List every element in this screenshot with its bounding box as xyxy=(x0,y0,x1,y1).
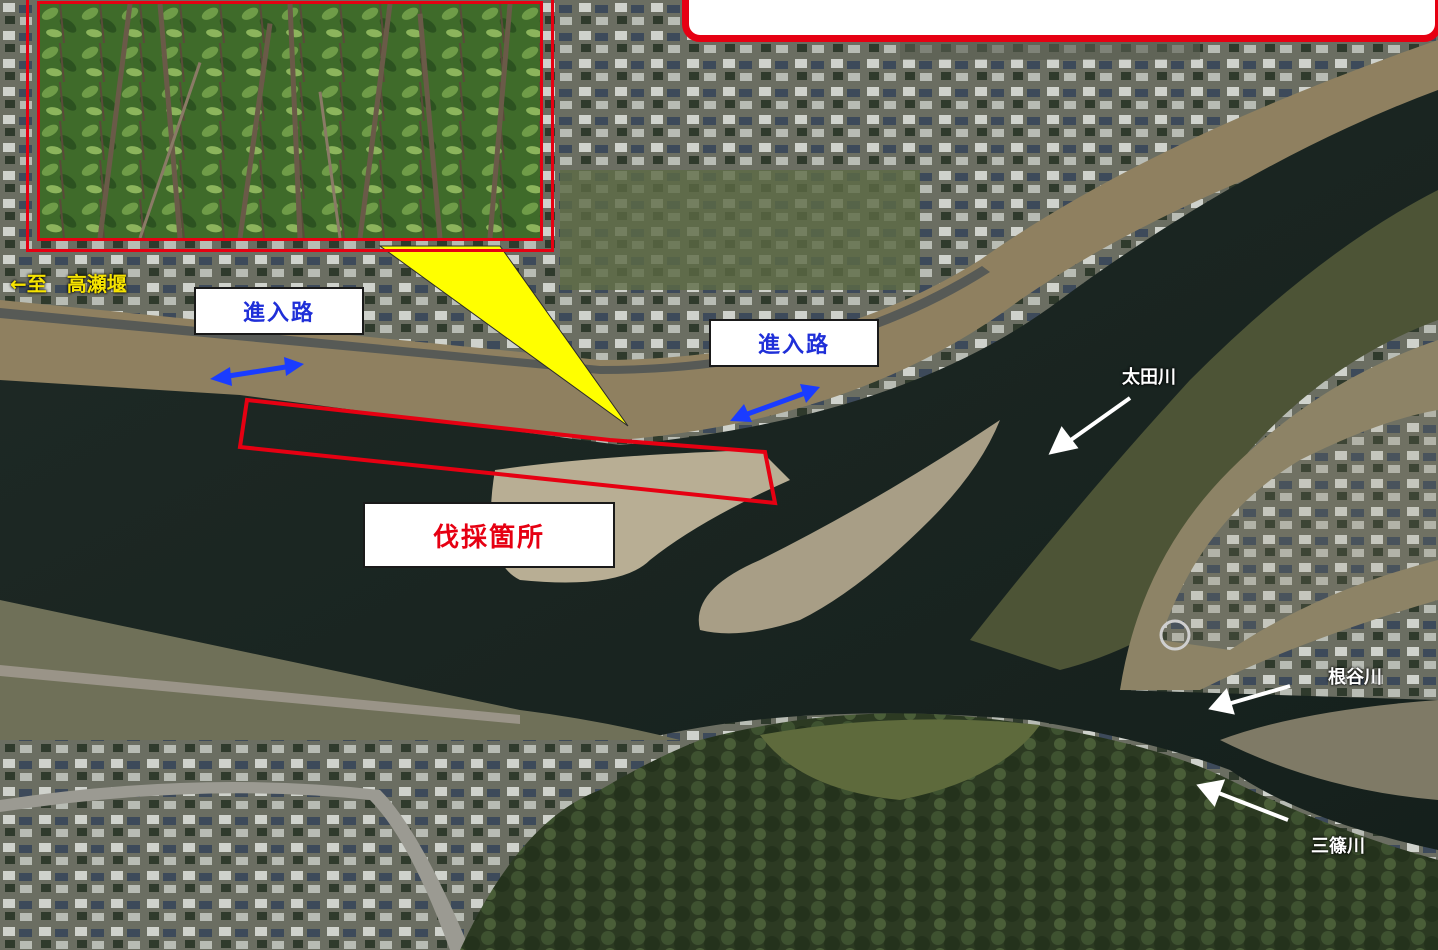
sandbar-center xyxy=(698,420,1000,634)
access-arrow-left xyxy=(210,357,304,386)
farmland xyxy=(560,170,920,290)
road-south xyxy=(0,782,470,950)
east-bank xyxy=(970,190,1438,670)
access-road-label-left: 進入路 xyxy=(194,287,364,335)
tree-photo-frame xyxy=(26,0,554,252)
photo-callout-pointer xyxy=(378,245,629,427)
felling-site-outline xyxy=(237,397,778,506)
levee-north xyxy=(0,40,1438,440)
river-label-neya: 根谷川 xyxy=(1328,667,1382,688)
tree-photo xyxy=(37,1,543,241)
flow-arrow-misasa xyxy=(1196,779,1289,822)
river-label-ota: 太田川 xyxy=(1122,367,1176,388)
river-label-misasa: 三篠川 xyxy=(1311,836,1365,857)
destination-label: ←至 高瀬堰 xyxy=(10,272,127,296)
access-arrow-right xyxy=(730,384,820,422)
levee-south xyxy=(0,600,680,740)
flow-arrow-ota xyxy=(1048,396,1132,455)
felling-site-label: 伐採箇所 xyxy=(363,502,615,568)
forest-south xyxy=(460,713,1438,950)
access-road-label-right: 進入路 xyxy=(709,319,879,367)
flow-arrow-neya xyxy=(1208,684,1291,715)
caption-box xyxy=(682,0,1438,42)
